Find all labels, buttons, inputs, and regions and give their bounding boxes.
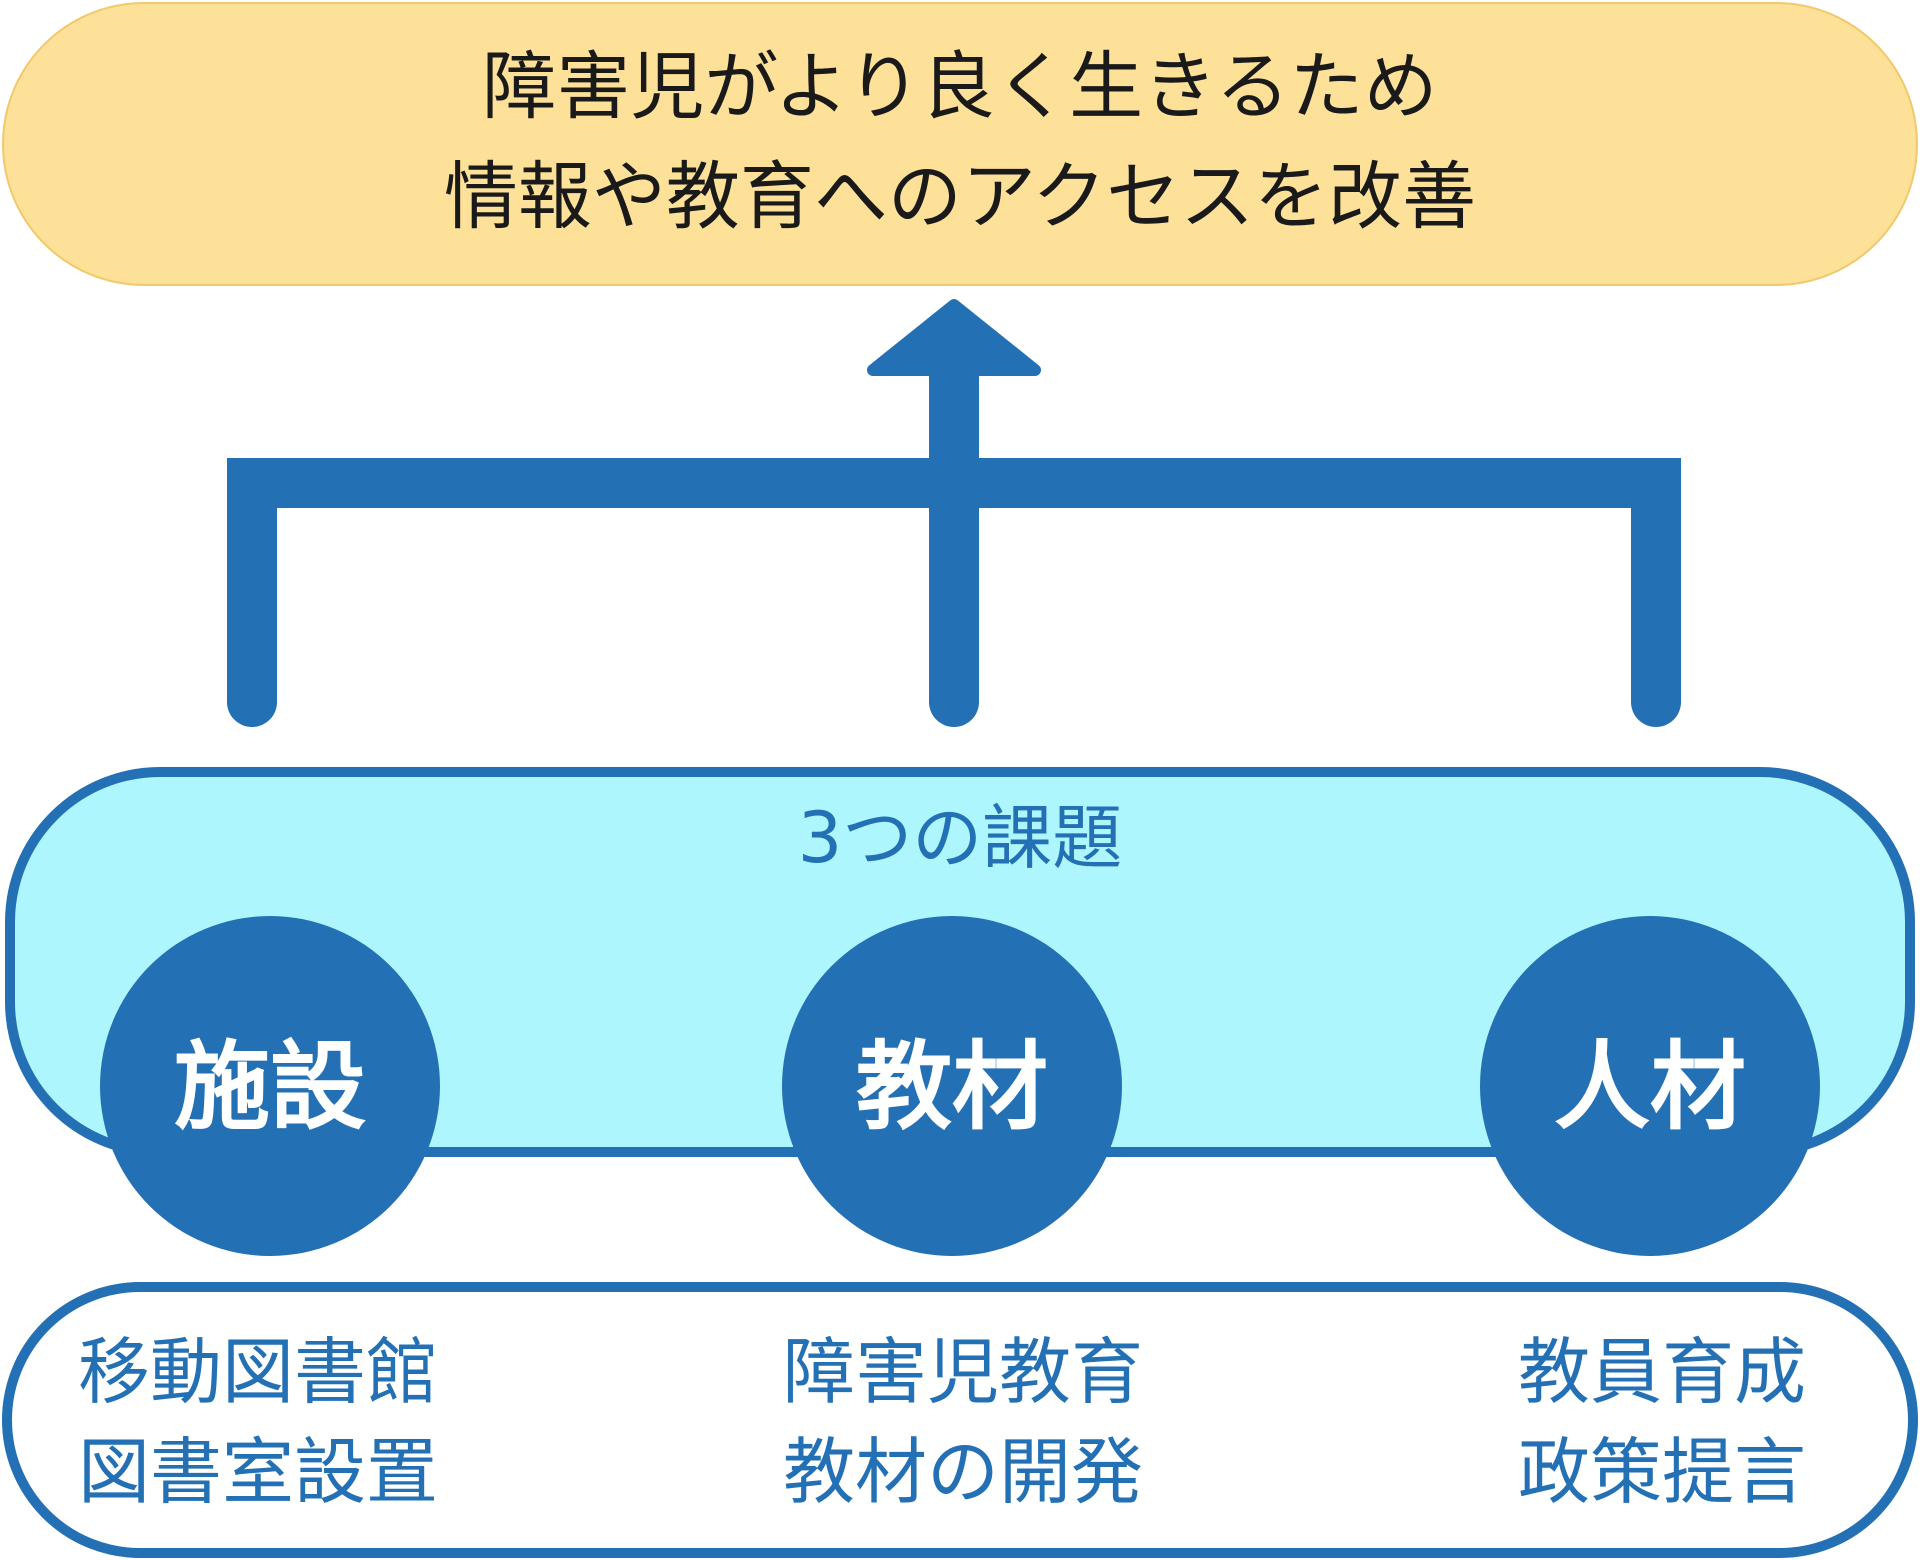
- personnel-label: 人材: [1554, 1031, 1746, 1143]
- challenge-item-materials: 教材: [782, 916, 1122, 1256]
- materials-detail-2: 教材の開発: [783, 1430, 1143, 1514]
- materials-label: 教材: [856, 1031, 1048, 1143]
- goal-line-1: 障害児がより良く生きるため: [482, 44, 1437, 130]
- connector: [227, 353, 1681, 727]
- personnel-circle: [1480, 916, 1820, 1256]
- goal-box: 障害児がより良く生きるため 情報や教育へのアクセスを改善: [2, 2, 1918, 286]
- facility-label: 施設: [174, 1031, 366, 1143]
- goal-line-2: 情報や教育へのアクセスを改善: [444, 154, 1476, 240]
- facility-circle: [100, 916, 440, 1256]
- challenge-item-facility: 施設: [100, 916, 440, 1256]
- goal-box-shape: [2, 2, 1918, 286]
- materials-detail-1: 障害児教育: [783, 1330, 1143, 1414]
- challenges-title: 3つの課題: [798, 797, 1123, 879]
- personnel-detail-1: 教員育成: [1518, 1330, 1806, 1414]
- personnel-detail-2: 政策提言: [1518, 1430, 1806, 1514]
- facility-detail-2: 図書室設置: [78, 1430, 438, 1514]
- facility-detail-1: 移動図書館: [78, 1330, 438, 1414]
- details-box-shape: [2, 1282, 1918, 1558]
- challenge-item-personnel: 人材: [1480, 916, 1820, 1256]
- arrow-head: [867, 299, 1041, 376]
- materials-circle: [782, 916, 1122, 1256]
- details-box: [2, 1282, 1918, 1558]
